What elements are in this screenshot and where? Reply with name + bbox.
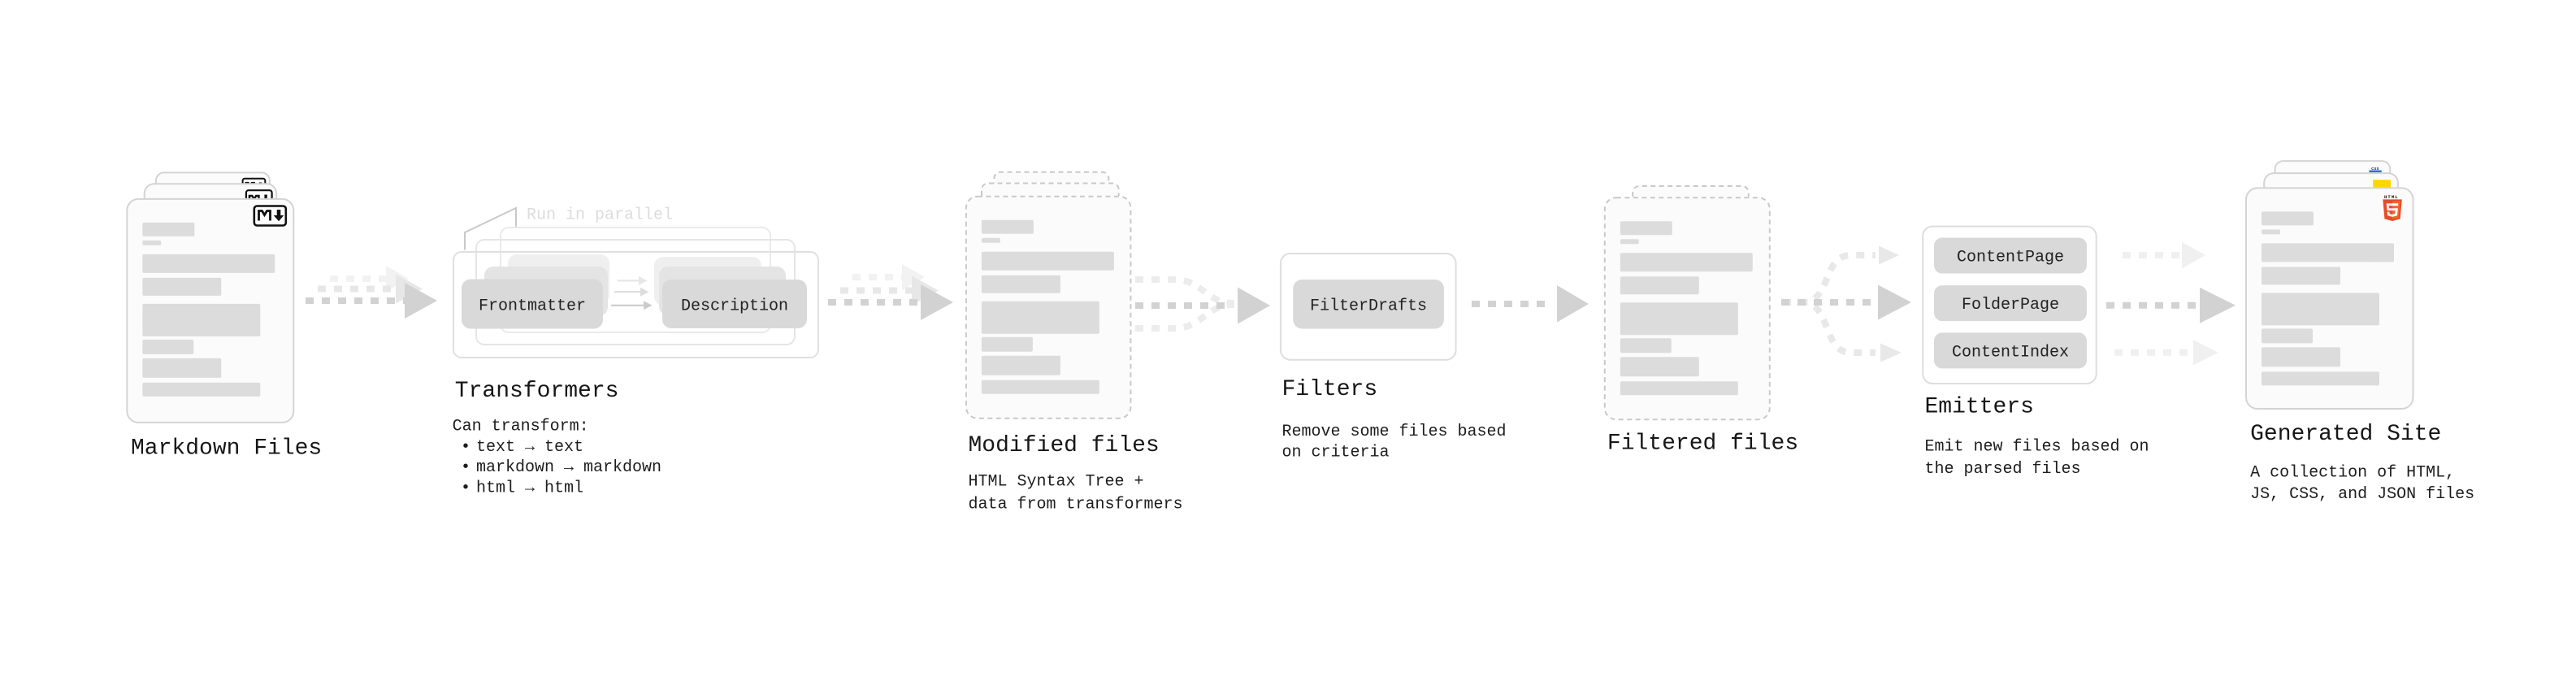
svg-text:ContentIndex: ContentIndex bbox=[1952, 343, 2069, 362]
svg-text:on criteria: on criteria bbox=[1282, 444, 1390, 462]
svg-text:Remove some files based: Remove some files based bbox=[1282, 423, 1507, 441]
svg-text:the parsed files: the parsed files bbox=[1925, 460, 2081, 479]
svg-text:CSS: CSS bbox=[2371, 167, 2379, 171]
svg-text:text → text: text → text bbox=[476, 438, 583, 457]
svg-text:Filtered files: Filtered files bbox=[1607, 432, 1798, 457]
svg-text:Description: Description bbox=[681, 297, 788, 316]
svg-text:data from transformers: data from transformers bbox=[969, 496, 1183, 514]
svg-text:html → html: html → html bbox=[476, 479, 583, 497]
svg-text:FolderPage: FolderPage bbox=[1962, 296, 2059, 314]
svg-text:Emit new files based on: Emit new files based on bbox=[1925, 438, 2149, 457]
svg-text:•: • bbox=[461, 479, 471, 497]
svg-text:JS, CSS, and JSON files: JS, CSS, and JSON files bbox=[2250, 485, 2474, 504]
svg-text:ContentPage: ContentPage bbox=[1957, 249, 2064, 267]
svg-text:Markdown Files: Markdown Files bbox=[131, 436, 322, 462]
svg-text:•: • bbox=[461, 438, 471, 457]
svg-text:HTML Syntax Tree +: HTML Syntax Tree + bbox=[969, 473, 1144, 492]
svg-text:Filters: Filters bbox=[1282, 377, 1378, 402]
svg-text:Emitters: Emitters bbox=[1925, 395, 2034, 420]
svg-text:FilterDrafts: FilterDrafts bbox=[1310, 297, 1427, 316]
svg-text:Transformers: Transformers bbox=[455, 379, 619, 404]
svg-text:Modified files: Modified files bbox=[969, 433, 1160, 458]
svg-text:Run in parallel: Run in parallel bbox=[527, 206, 673, 225]
svg-text:markdown → markdown: markdown → markdown bbox=[476, 458, 661, 477]
svg-text:Generated Site: Generated Site bbox=[2250, 422, 2441, 447]
svg-text:Can transform:: Can transform: bbox=[453, 418, 589, 436]
svg-text:A collection of HTML,: A collection of HTML, bbox=[2250, 463, 2455, 482]
svg-text:•: • bbox=[461, 458, 471, 477]
svg-text:HTML: HTML bbox=[2384, 194, 2399, 200]
svg-text:Frontmatter: Frontmatter bbox=[479, 297, 586, 316]
